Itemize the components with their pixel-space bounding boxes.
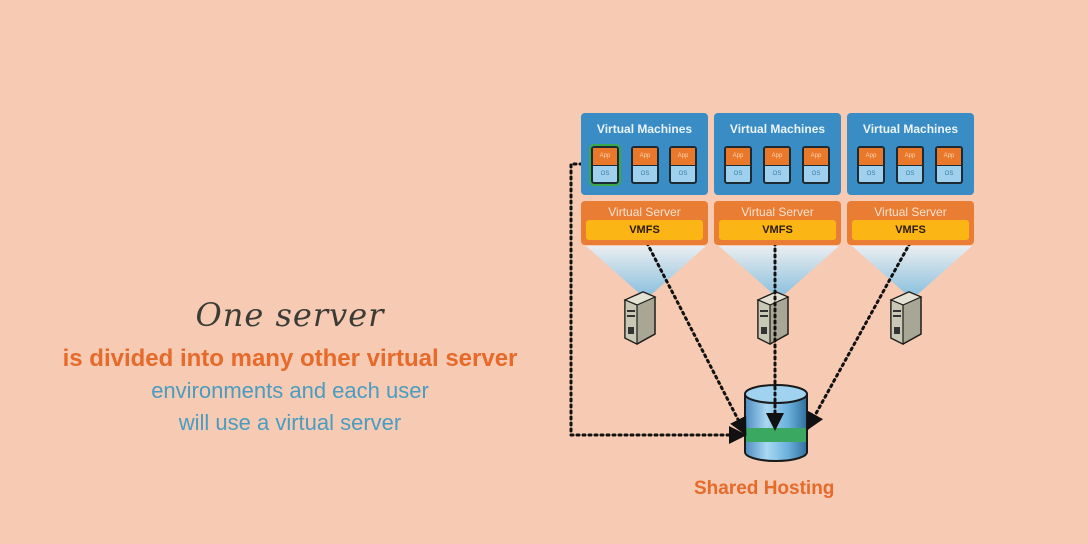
vm-app-label: App xyxy=(633,148,657,166)
virtual-machine[interactable]: App OS xyxy=(857,146,885,184)
vm-app-label: App xyxy=(804,148,828,166)
vm-app-label: App xyxy=(937,148,961,166)
vm-app-label: App xyxy=(671,148,695,166)
vm-app-label: App xyxy=(765,148,789,166)
arrow-host-3-to-storage xyxy=(806,241,912,431)
caption-sub-line-2: will use a virtual server xyxy=(178,410,402,435)
server-tower-icon-3 xyxy=(889,291,923,345)
vm-os-label: OS xyxy=(640,171,650,177)
virtual-server-title: Virtual Server xyxy=(741,205,814,219)
vm-os-label: OS xyxy=(678,171,688,177)
vm-app-label: App xyxy=(593,148,617,166)
shared-hosting-label: Shared Hosting xyxy=(694,478,835,499)
virtual-machine-highlighted[interactable]: App OS xyxy=(589,144,621,186)
vmfs-bar: VMFS xyxy=(586,220,703,240)
virtual-server-panel: Virtual Server VMFS xyxy=(847,201,974,245)
vm-app-label: App xyxy=(859,148,883,166)
virtual-machine[interactable]: App OS xyxy=(935,146,963,184)
virtual-server-title: Virtual Server xyxy=(874,205,947,219)
vm-panel-title: Virtual Machines xyxy=(729,122,826,136)
vm-panel-title: Virtual Machines xyxy=(862,122,959,136)
vm-os-label: OS xyxy=(772,171,782,177)
virtual-server-title: Virtual Server xyxy=(608,205,681,219)
virtual-machines-panel: Virtual Machines App OS App OS App OS xyxy=(714,113,841,195)
host-1: Virtual Machines App OS App OS App OS Vi… xyxy=(581,113,708,245)
vm-os-label: OS xyxy=(811,171,821,177)
virtual-server-panel: Virtual Server VMFS xyxy=(581,201,708,245)
caption-script-title: One server xyxy=(195,296,385,334)
vm-panel-title: Virtual Machines xyxy=(596,122,693,136)
arrow-host-1-to-storage xyxy=(645,241,747,436)
beam-1 xyxy=(586,246,706,294)
vmfs-bar: VMFS xyxy=(719,220,836,240)
vm-app-label: App xyxy=(726,148,750,166)
virtual-machines-panel: Virtual Machines App OS App OS App OS xyxy=(581,113,708,195)
vm-os-label: OS xyxy=(944,171,954,177)
virtual-machine[interactable]: App OS xyxy=(763,146,791,184)
virtual-machine[interactable]: App OS xyxy=(631,146,659,184)
virtual-machine[interactable]: App OS xyxy=(802,146,830,184)
vm-app-label: App xyxy=(898,148,922,166)
beam-2 xyxy=(719,246,839,294)
caption-main-line: is divided into many other virtual serve… xyxy=(62,345,518,372)
vm-os-label: OS xyxy=(600,171,610,177)
host-2: Virtual Machines App OS App OS App OS Vi… xyxy=(714,113,841,245)
server-tower-icon-1 xyxy=(623,291,657,345)
virtual-machine[interactable]: App OS xyxy=(669,146,697,184)
caption-sub-line-1: environments and each user xyxy=(151,378,429,403)
vm-os-label: OS xyxy=(905,171,915,177)
host-3: Virtual Machines App OS App OS App OS Vi… xyxy=(847,113,974,245)
vm-os-label: OS xyxy=(866,171,876,177)
virtual-machine[interactable]: App OS xyxy=(896,146,924,184)
virtual-machines-panel: Virtual Machines App OS App OS App OS xyxy=(847,113,974,195)
virtual-server-panel: Virtual Server VMFS xyxy=(714,201,841,245)
vm-os-label: OS xyxy=(733,171,743,177)
virtual-machine[interactable]: App OS xyxy=(724,146,752,184)
server-tower-icon-2 xyxy=(756,291,790,345)
beam-3 xyxy=(852,246,972,294)
vmfs-bar: VMFS xyxy=(852,220,969,240)
arrow-vm-to-storage xyxy=(569,162,747,444)
